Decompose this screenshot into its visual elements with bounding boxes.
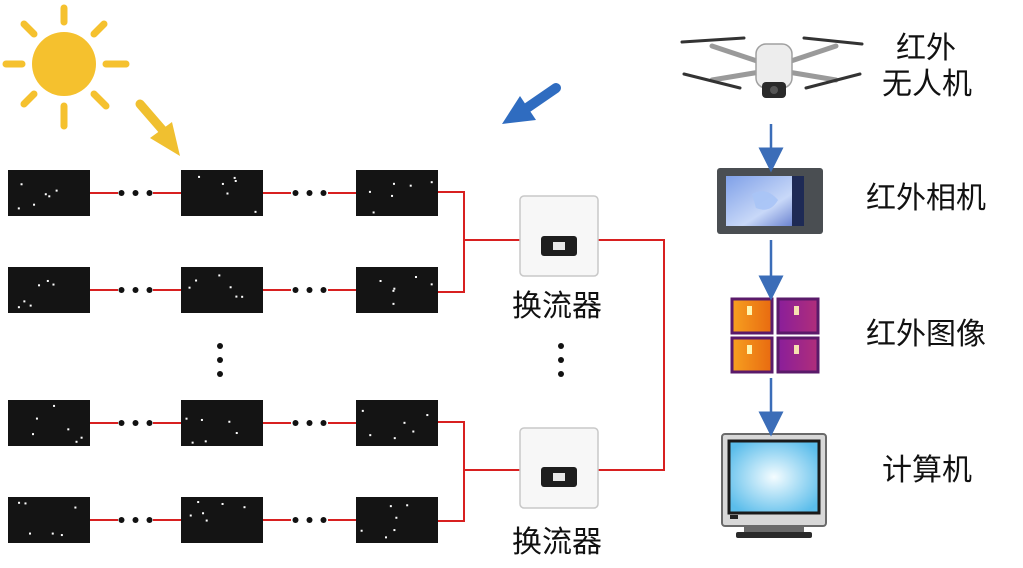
ellipsis-dot: [118, 190, 125, 196]
label-computer: 计算机: [882, 453, 972, 488]
ellipsis-dot: [306, 420, 313, 426]
ellipsis-dot: [146, 190, 153, 196]
ellipsis-dot: [146, 420, 153, 426]
ellipsis-dot: [306, 287, 313, 293]
thermal-image-icon: [730, 297, 820, 374]
panel-string: [8, 497, 438, 543]
ellipsis-dot: [292, 190, 299, 196]
inverter-icon: [519, 195, 599, 277]
dc-wiring: [438, 191, 665, 522]
ellipsis-dot: [306, 190, 313, 196]
solar-panel-icon: [356, 170, 438, 216]
sun-icon: [2, 4, 130, 130]
panel-string: [8, 170, 438, 216]
ellipsis-dot: [320, 517, 327, 523]
solar-panel-icon: [8, 400, 90, 446]
ellipsis-dot: [118, 420, 125, 426]
ellipsis-dot: [132, 420, 139, 426]
ellipsis-dot: [320, 420, 327, 426]
solar-panel-icon: [356, 400, 438, 446]
sunlight-arrow: [135, 99, 180, 156]
panel-string: [8, 267, 438, 313]
inverter-icon: [519, 427, 599, 509]
solar-panel-icon: [356, 497, 438, 543]
panel-string: [8, 400, 438, 446]
drone-icon: [680, 36, 864, 98]
infrared-camera-icon: [717, 168, 823, 234]
ellipsis-dot: [320, 190, 327, 196]
computer-monitor-icon: [721, 433, 827, 538]
label-inverter-top: 换流器: [512, 289, 602, 324]
ellipsis-dot: [146, 517, 153, 523]
ellipsis-dot: [320, 287, 327, 293]
solar-panel-icon: [181, 267, 263, 313]
ellipsis-dot: [306, 517, 313, 523]
solar-panel-icon: [181, 400, 263, 446]
ellipsis-dot: [118, 287, 125, 293]
vertical-ellipsis: [217, 343, 564, 377]
solar-panel-icon: [356, 267, 438, 313]
solar-array: [8, 170, 438, 543]
irradiance-arrow: [502, 83, 561, 124]
label-inverter-bottom: 换流器: [512, 525, 602, 560]
ellipsis-dot: [132, 517, 139, 523]
solar-panel-icon: [8, 267, 90, 313]
ellipsis-dot: [118, 517, 125, 523]
solar-panel-icon: [181, 170, 263, 216]
label-drone-line1: 红外: [896, 31, 956, 66]
solar-panel-icon: [181, 497, 263, 543]
ellipsis-dot: [292, 287, 299, 293]
label-infrared-camera: 红外相机: [866, 181, 986, 216]
ellipsis-dot: [292, 517, 299, 523]
ellipsis-dot: [132, 190, 139, 196]
ellipsis-dot: [146, 287, 153, 293]
label-drone-line2: 无人机: [882, 67, 972, 102]
label-infrared-image: 红外图像: [866, 317, 986, 352]
ellipsis-dot: [132, 287, 139, 293]
solar-panel-icon: [8, 497, 90, 543]
ellipsis-dot: [292, 420, 299, 426]
solar-panel-icon: [8, 170, 90, 216]
